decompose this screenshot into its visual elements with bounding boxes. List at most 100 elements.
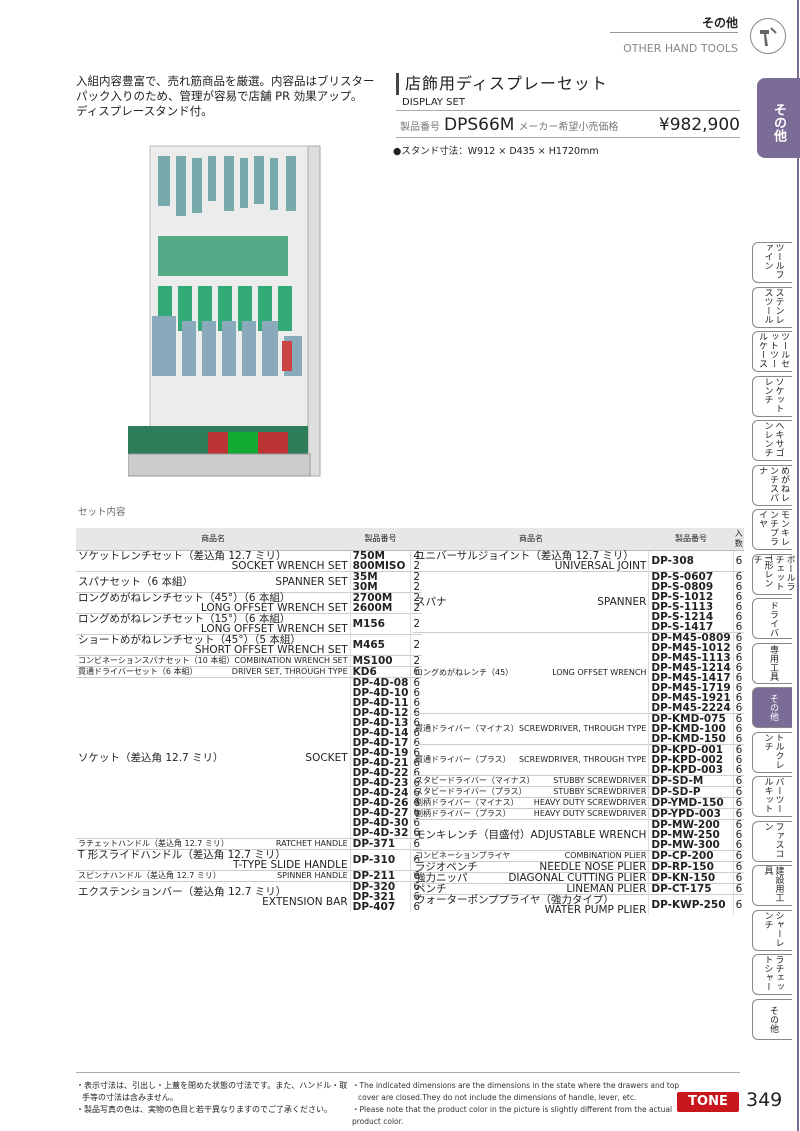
item-code: DP-CP-200 — [648, 849, 734, 861]
item-code: DP-YMD-150 — [648, 796, 734, 808]
table-row: T 形スライドハンドル（差込角 12.7 ミリ）T-TYPE SLIDE HAN… — [76, 848, 423, 870]
item-qty: 6 — [732, 785, 745, 797]
item-name-en: COMBINATION WRENCH SET — [234, 655, 348, 665]
sidebar-tab[interactable]: ヘキサゴンレンチ — [752, 420, 792, 461]
sidebar-tab[interactable]: トルクレンチ — [752, 731, 792, 773]
item-code: DP-4D-27 — [349, 807, 411, 818]
item-code: DP-M45-1012 — [648, 642, 734, 653]
item-name-en: EXTENSION BAR — [262, 895, 348, 908]
item-name-en: RATCHET HANDLE — [275, 838, 348, 848]
item-code: DP-S-1417 — [648, 621, 734, 632]
sidebar-tab[interactable]: ステンレスツール — [752, 286, 792, 328]
header-rule — [610, 32, 738, 33]
sidebar-tab[interactable]: モンキレンチプライヤ — [752, 509, 792, 550]
item-name-jp: 割柄ドライバー（プラス） — [415, 808, 511, 818]
table-row: ロングめがねレンチセット（15°）（6 本組）LONG OFFSET WRENC… — [76, 612, 423, 635]
item-name: ソケット（差込角 12.7 ミリ）SOCKET — [76, 676, 351, 838]
item-name-jp: T 形スライドハンドル（差込角 12.7 ミリ） — [78, 848, 286, 861]
item-qty: 6 — [732, 796, 745, 808]
item-code: DP-4D-08 — [349, 676, 411, 688]
item-name-en: LONG OFFSET WRENCH SET — [200, 622, 348, 635]
item-code: DP-KPD-003 — [648, 764, 734, 775]
intro-line: 入組内容豊富で、売れ筋商品を厳選。内容品はブリスター — [76, 74, 375, 88]
item-code: DP-KPD-002 — [648, 754, 734, 765]
item-code: DP-KPD-001 — [648, 743, 734, 755]
item-qty: 6 — [732, 882, 745, 894]
sidebar-tab[interactable]: ツールファイン — [752, 242, 792, 283]
item-code: DP-310 — [349, 848, 411, 870]
footer-note: 手等の寸法は含みません。 — [82, 1093, 178, 1102]
item-name: 貫通ドライバー（マイナス）SCREWDRIVER, THROUGH TYPE — [413, 712, 649, 744]
code-label: 製品番号 — [400, 122, 440, 133]
sidebar-tab[interactable]: その他 — [752, 687, 792, 728]
item-code: 2700M — [349, 591, 411, 603]
sidebar-tab[interactable]: ボールラチェットT形レンチ — [752, 553, 795, 595]
sidebar-tab[interactable]: ソケットレンチ — [752, 375, 792, 417]
intro-line: パック入りのため、管理が容易で店舗 PR 効果アップ。 — [76, 89, 363, 103]
product-title: 店飾用ディスプレーセット — [396, 73, 740, 95]
item-name: モンキレンチ（目盛付）ADJUSTABLE WRENCH — [413, 818, 649, 850]
item-code: DP-4D-19 — [349, 747, 411, 758]
item-code: DP-S-1113 — [648, 601, 734, 612]
item-name-en: SPANNER — [597, 595, 647, 608]
item-name: ユニバーサルジョイント（差込角 12.7 ミリ）UNIVERSAL JOINT — [413, 549, 649, 571]
page-number: 349 — [746, 1089, 783, 1111]
item-qty: 6 — [732, 743, 745, 755]
sidebar-tab[interactable]: 建設用工具 — [752, 865, 792, 906]
item-qty: 6 — [732, 754, 745, 765]
hammer-wrench-icon — [750, 18, 786, 54]
sidebar-tab[interactable]: ツールセットツールケース — [752, 331, 792, 372]
item-qty: 6 — [732, 642, 745, 653]
item-name-jp: 貫通ドライバーセット（6 本組） — [78, 666, 198, 676]
item-code: M465 — [349, 633, 411, 655]
item-code: DP-M45-1719 — [648, 682, 734, 693]
sidebar-category-active[interactable]: その他 — [757, 78, 800, 158]
sidebar-tab[interactable]: ドライバ — [752, 598, 792, 639]
sidebar-tab[interactable]: ラチェットシャー — [752, 954, 792, 995]
item-name-en: SPANNER SET — [275, 575, 348, 588]
sidebar-tab[interactable]: シャーレンチ — [752, 909, 792, 951]
item-name: スパナセット（6 本組） SPANNER SET — [76, 570, 351, 592]
sidebar-tab[interactable]: ファスコン — [752, 820, 792, 862]
item-name-en: SCREWDRIVER, THROUGH TYPE — [518, 723, 647, 733]
item-code: DP-308 — [648, 549, 734, 571]
item-code: DP-KMD-075 — [648, 712, 734, 724]
item-code: DP-4D-26 — [349, 797, 411, 808]
item-name-en: STUBBY SCREWDRIVER — [553, 775, 647, 785]
sidebar-tab[interactable]: 専用工具 — [752, 642, 792, 684]
item-code: DP-407 — [349, 901, 411, 912]
item-name: ロングめがねレンチセット（45°）（6 本組）LONG OFFSET WRENC… — [76, 591, 351, 613]
item-code: DP-MW-250 — [648, 829, 734, 840]
sidebar-tab[interactable]: めがねレンチスパナ — [752, 464, 792, 506]
item-name-jp: ソケット（差込角 12.7 ミリ） — [78, 751, 224, 764]
item-name: 割柄ドライバー（マイナス）HEAVY DUTY SCREWDRIVER — [413, 796, 649, 808]
item-name-en: WATER PUMP PLIER — [544, 903, 647, 916]
sidebar-tab[interactable]: バーツールキット — [752, 776, 792, 817]
item-code: DP-4D-17 — [349, 737, 411, 748]
item-code: DP-4D-30 — [349, 817, 411, 828]
item-name-en: DRIVER SET, THROUGH TYPE — [231, 666, 348, 676]
item-qty: 6 — [732, 662, 745, 673]
item-name-jp: スパナセット（6 本組） — [78, 575, 194, 588]
product-code-row: 製品番号 DPS66M メーカー希望小売価格 ¥982,900 — [396, 115, 740, 138]
item-code: DP-KMD-100 — [648, 723, 734, 734]
item-name: ロングめがねレンチセット（15°）（6 本組）LONG OFFSET WRENC… — [76, 612, 351, 635]
item-code: MS100 — [349, 654, 411, 666]
sidebar-tab[interactable]: その他 — [752, 998, 792, 1040]
